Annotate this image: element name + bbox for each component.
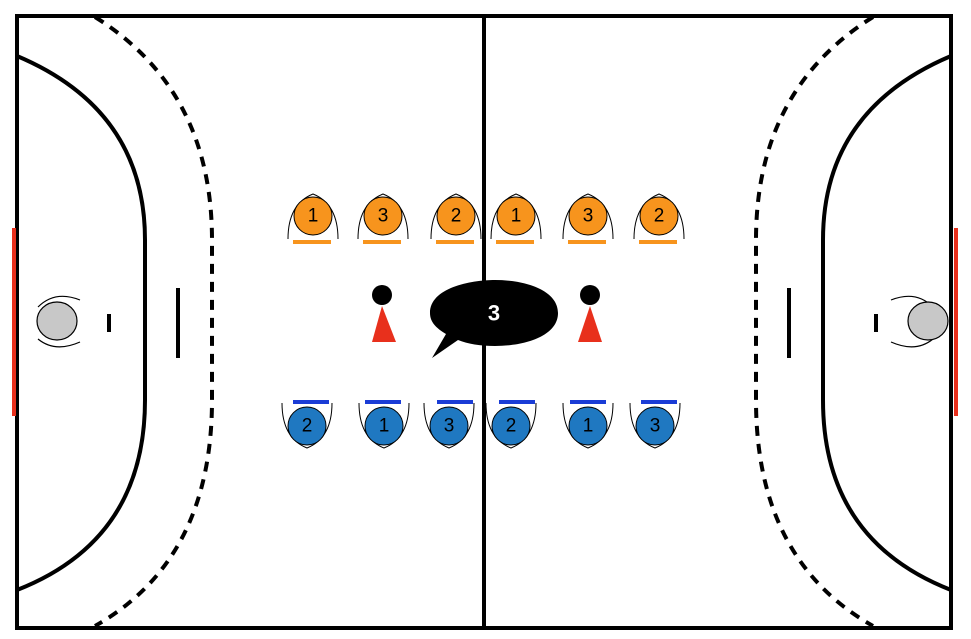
orange-player: 3 [562,193,614,244]
player-number: 2 [451,206,462,227]
player-number: 1 [379,416,390,437]
orange-player: 1 [490,193,542,244]
player-number: 2 [654,206,665,227]
blue-player: 3 [423,400,475,449]
blue-player: 2 [485,400,537,449]
player-number: 2 [302,416,313,437]
right-free-throw-line [754,15,875,628]
blue-player: 3 [629,400,681,449]
left-free-throw-line [93,15,214,628]
player-number: 1 [511,206,522,227]
player-number: 2 [506,416,517,437]
player-number: 3 [444,416,455,437]
left-coach-figure [372,285,396,342]
orange-player: 2 [430,193,482,244]
orange-player: 3 [357,193,409,244]
blue-team-row: 2 1 3 2 1 3 [281,400,681,449]
player-number: 3 [650,416,661,437]
right-coach-figure [578,285,602,342]
orange-player: 1 [287,193,339,244]
blue-player: 2 [281,400,333,449]
player-number: 1 [308,206,319,227]
player-number: 3 [378,206,389,227]
left-goalkeeper [36,295,81,348]
callout-bubble: 3 [430,280,558,358]
left-goal-area-line [16,54,147,592]
player-number: 3 [583,206,594,227]
right-goalkeeper [890,295,949,348]
orange-team-row: 1 3 2 1 3 2 [287,193,685,244]
player-number: 1 [583,416,594,437]
callout-text: 3 [488,301,500,326]
orange-player: 2 [633,193,685,244]
blue-player: 1 [562,400,614,449]
right-goal-area-line [821,54,952,592]
blue-player: 1 [358,400,410,449]
